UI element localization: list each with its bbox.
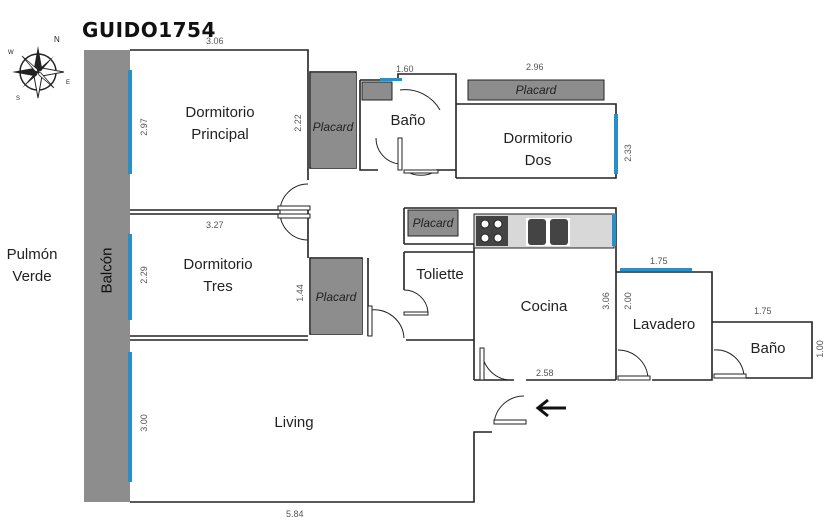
dim-cocina-height: 3.06 — [601, 292, 611, 310]
room-cocina: Cocina — [520, 298, 568, 315]
dim-dos-width: 2.96 — [526, 62, 544, 72]
placard-label-1: Placard — [312, 120, 354, 134]
room-dormitorio-dos: Dormitorio Dos — [503, 130, 573, 169]
plan-title: GUIDO1754 — [82, 18, 216, 42]
outside-label: Pulmón Verde — [6, 246, 58, 285]
placard-label-3: Placard — [515, 83, 557, 97]
closet-principal — [311, 73, 356, 168]
walls — [130, 49, 813, 503]
dim-dos-height: 2.33 — [623, 144, 633, 162]
room-living: Living — [274, 414, 314, 431]
sink-icon — [526, 218, 570, 246]
dim-bano2-height: 1.00 — [815, 340, 825, 358]
closet-tres — [311, 259, 362, 334]
dim-cocina-bottom: 2.58 — [536, 368, 554, 378]
dim-living-height: 3.00 — [139, 414, 149, 432]
compass-rose-icon: N E S W — [8, 35, 70, 102]
left-arrow-icon — [535, 398, 566, 418]
dim-principal-top: 3.06 — [206, 36, 224, 46]
dim-living-width: 5.84 — [286, 509, 304, 519]
windows — [128, 70, 692, 482]
room-lavadero: Lavadero — [632, 316, 696, 333]
placard-label-2: Placard — [315, 290, 357, 304]
balcony-strip — [84, 50, 130, 502]
dim-principal-height: 2.97 — [139, 118, 149, 136]
compass-n-letter: N — [54, 35, 60, 44]
closet-dos — [467, 79, 605, 101]
room-bano-2: Baño — [750, 340, 786, 357]
bath-fixture — [361, 81, 393, 101]
room-dormitorio-tres: Dormitorio Tres — [183, 256, 253, 295]
dim-lavadero-height: 2.00 — [623, 292, 633, 310]
dim-principal-right: 2.22 — [293, 114, 303, 132]
dim-tres-width: 3.27 — [206, 220, 224, 230]
doors — [277, 89, 747, 425]
room-toliette: Toliette — [416, 266, 464, 283]
dim-tres-right: 1.44 — [295, 284, 305, 302]
dim-bano-width: 1.60 — [396, 64, 414, 74]
room-bano-1: Baño — [390, 112, 426, 129]
placard-label-4: Placard — [412, 216, 454, 230]
dim-lavadero-width: 1.75 — [650, 256, 668, 266]
compass-e-letter: E — [66, 80, 70, 86]
room-dormitorio-principal: Dormitorio Principal — [185, 104, 255, 143]
dim-tres-height: 2.29 — [139, 266, 149, 284]
compass-s-letter: S — [16, 96, 20, 102]
stove-icon — [476, 216, 508, 246]
balcony-label: Balcón — [98, 247, 116, 294]
dim-bano2-width: 1.75 — [754, 306, 772, 316]
compass-w-letter: W — [8, 50, 14, 56]
closet-hall — [407, 209, 459, 237]
